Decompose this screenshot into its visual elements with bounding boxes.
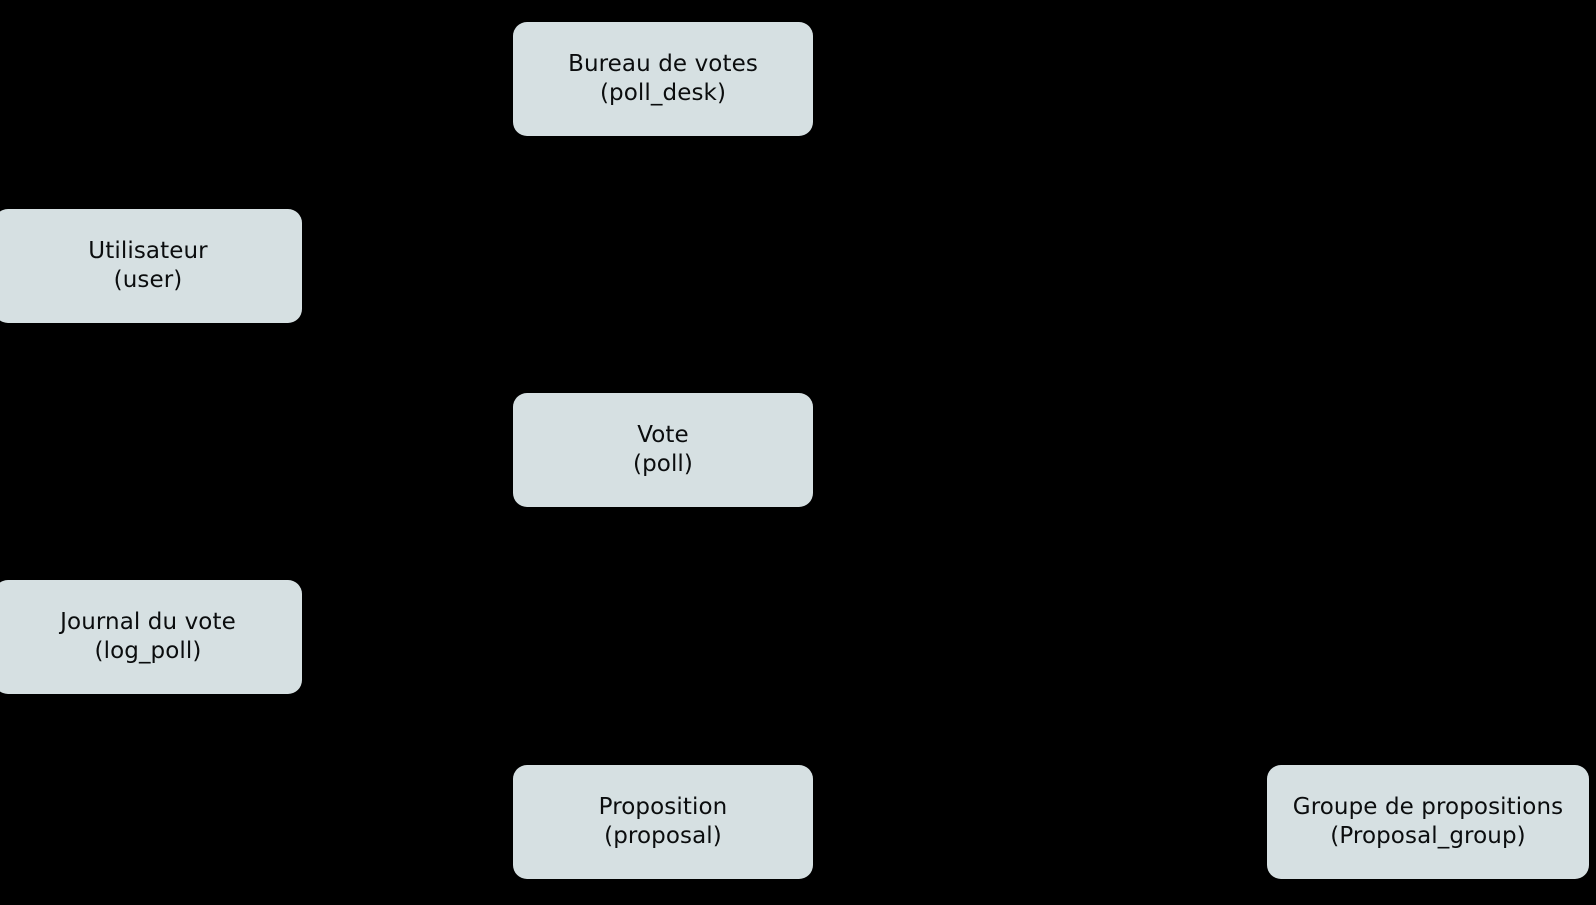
node-label-code: (user)	[113, 267, 183, 293]
node-label-fr: Utilisateur	[88, 238, 208, 265]
node-label-fr: Bureau de votes	[568, 51, 758, 78]
node-label-fr: Vote	[637, 422, 689, 449]
node-label-fr: Journal du vote	[60, 609, 236, 636]
diagram-node-poll[interactable]: Vote (poll)	[513, 393, 813, 507]
node-label-code: (poll)	[633, 451, 693, 477]
diagram-node-poll-desk[interactable]: Bureau de votes (poll_desk)	[513, 22, 813, 136]
node-label-code: (proposal)	[604, 823, 722, 849]
node-label-code: (log_poll)	[94, 638, 202, 664]
diagram-node-user[interactable]: Utilisateur (user)	[0, 209, 302, 323]
node-label-code: (Proposal_group)	[1330, 823, 1526, 849]
node-label-fr: Groupe de propositions	[1292, 794, 1564, 821]
node-label-code: (poll_desk)	[599, 80, 727, 106]
node-label-fr: Proposition	[598, 794, 728, 821]
diagram-node-proposal[interactable]: Proposition (proposal)	[513, 765, 813, 879]
diagram-node-proposal-group[interactable]: Groupe de propositions (Proposal_group)	[1267, 765, 1589, 879]
diagram-node-log-poll[interactable]: Journal du vote (log_poll)	[0, 580, 302, 694]
